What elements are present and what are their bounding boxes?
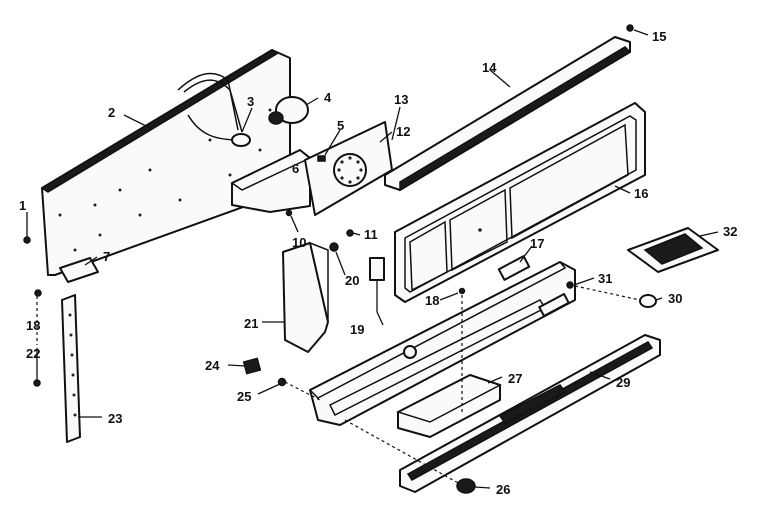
callout-3: 3 (247, 94, 254, 109)
callout-labels: 1 2 3 4 5 6 7 10 11 12 13 14 15 16 17 18… (19, 29, 737, 497)
part-14-trim-strip (384, 36, 632, 192)
callout-10: 10 (292, 235, 306, 250)
part-16-glass-frame (394, 102, 646, 303)
callout-16: 16 (634, 186, 648, 201)
callout-31: 31 (598, 271, 612, 286)
callout-14: 14 (482, 60, 497, 75)
part-15-screw (626, 24, 634, 32)
callout-17: 17 (530, 236, 544, 251)
callout-27: 27 (508, 371, 522, 386)
callout-21: 21 (244, 316, 258, 331)
callout-18-center: 18 (425, 293, 439, 308)
part-32-label (627, 227, 719, 273)
part-22-screw (33, 379, 41, 387)
part-2-back-panel (40, 49, 291, 276)
callout-15: 15 (652, 29, 666, 44)
callout-24: 24 (205, 358, 220, 373)
part-31-channel-bracket (308, 255, 576, 426)
part-1-screw (23, 236, 31, 244)
callout-2: 2 (108, 105, 115, 120)
callout-32: 32 (723, 224, 737, 239)
callout-22: 22 (26, 346, 40, 361)
part-20-screw (329, 242, 339, 252)
callout-1: 1 (19, 198, 26, 213)
callout-6: 6 (292, 161, 299, 176)
callout-11: 11 (364, 227, 378, 242)
part-23-vertical-strip (61, 294, 81, 443)
callout-13: 13 (394, 92, 408, 107)
part-24-connector (242, 357, 262, 375)
part-11-screw (346, 229, 354, 237)
callout-12: 12 (396, 124, 410, 139)
part-18-screw-left (34, 289, 42, 297)
part-7-clip (59, 257, 99, 283)
callout-7: 7 (103, 249, 110, 264)
part-4-knob (268, 96, 309, 125)
callout-5: 5 (337, 118, 344, 133)
part-27-box (396, 374, 502, 438)
part-19-switch (369, 257, 385, 312)
part-30-nut (639, 294, 657, 308)
part-3-wire-harness (177, 72, 251, 147)
part-18-screw-center (458, 287, 466, 295)
part-26-nut (456, 478, 476, 494)
callout-23: 23 (108, 411, 122, 426)
callout-19: 19 (350, 322, 364, 337)
part-12-timer-plate (304, 121, 393, 216)
leader-lines (26, 29, 719, 489)
callout-18-left: 18 (26, 318, 40, 333)
callout-4: 4 (324, 90, 332, 105)
callout-26: 26 (496, 482, 510, 497)
callout-30: 30 (668, 291, 682, 306)
part-10-screw (285, 209, 293, 217)
callout-20: 20 (345, 273, 359, 288)
callout-29: 29 (616, 375, 630, 390)
callout-25: 25 (237, 389, 251, 404)
part-21-side-bracket (282, 241, 329, 353)
